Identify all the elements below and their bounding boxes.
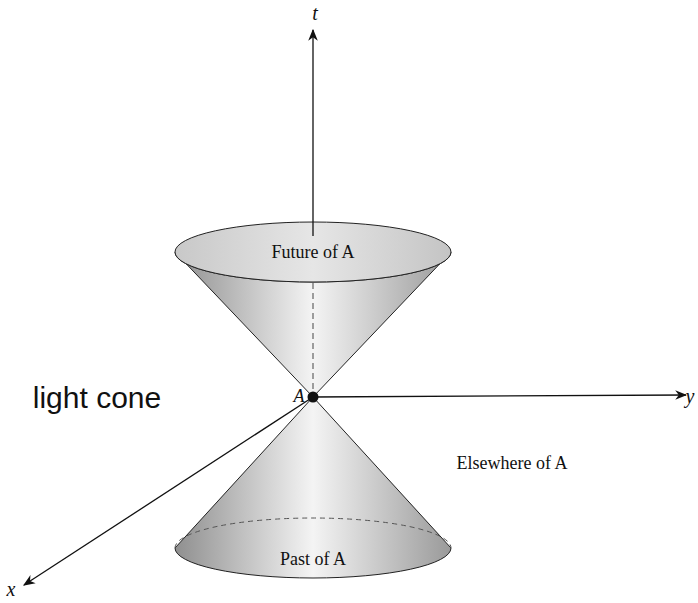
x-axis: [24, 397, 313, 585]
hidden-rim: [175, 518, 451, 548]
t-axis-hidden: [313, 283, 314, 397]
axis-label: y: [686, 385, 695, 408]
title-label: light cone: [33, 381, 161, 416]
region-label: Future of A: [272, 242, 355, 263]
cone-body: [175, 397, 451, 578]
region-label: Elsewhere of A: [457, 453, 568, 474]
event-point: [308, 392, 319, 403]
event-label: A: [294, 386, 305, 407]
axis-label: x: [7, 578, 16, 601]
t-axis: [312, 30, 313, 236]
axis-label: t: [312, 2, 318, 25]
region-label: Past of A: [280, 549, 346, 570]
past-cone: Past of A: [173, 396, 453, 582]
y-axis: [313, 395, 686, 397]
